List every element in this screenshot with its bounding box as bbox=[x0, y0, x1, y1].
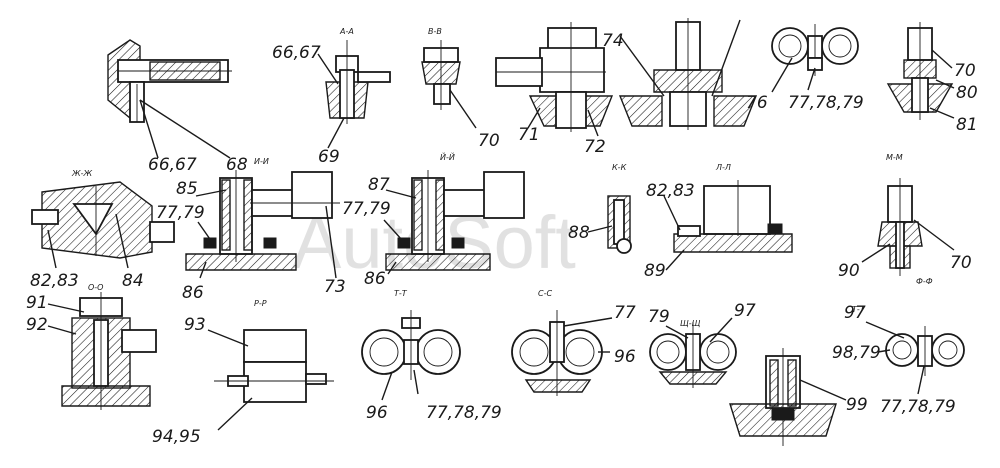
section-ss-view: С-С bbox=[511, 289, 613, 396]
section-ll-label: Л-Л bbox=[715, 163, 731, 172]
callout-89: 89 bbox=[644, 261, 666, 281]
section-zhzh-label: Ж-Ж bbox=[71, 169, 93, 178]
callout-77-78-79-c: 77,78,79 bbox=[880, 397, 956, 417]
section-tt1-view: Т-Т bbox=[361, 289, 461, 401]
callout-77-78-79-b: 77,78,79 bbox=[426, 403, 502, 423]
section-ff-label: Ф-Ф bbox=[916, 277, 933, 286]
section-rr-label: Р-Р bbox=[254, 299, 267, 308]
hose-fitting-view bbox=[107, 39, 232, 159]
section-ss-label: С-С bbox=[538, 289, 552, 298]
callout-70-a: 70 bbox=[478, 131, 500, 151]
callout-87: 87 bbox=[368, 175, 390, 195]
double-clamp-top-view bbox=[771, 24, 859, 93]
section-shsh-label: Щ-Щ bbox=[680, 319, 701, 328]
section-oo-label: О-О bbox=[88, 283, 103, 292]
callout-77-79-b: 77,79 bbox=[342, 199, 391, 219]
callout-80: 80 bbox=[956, 83, 978, 103]
section-ii-label: Й-Й bbox=[440, 151, 455, 162]
callout-66-67-a: 66,67 bbox=[272, 43, 321, 63]
callout-77-78-79-a: 77,78,79 bbox=[788, 93, 864, 113]
callout-82-83-a: 82,83 bbox=[646, 181, 695, 201]
callout-88: 88 bbox=[568, 223, 590, 243]
callout-94-95: 94,95 bbox=[152, 427, 201, 447]
section-tt2-label: Т-Т bbox=[852, 305, 866, 314]
callout-91: 91 bbox=[26, 293, 48, 313]
callout-96-b: 96 bbox=[614, 347, 636, 367]
section-kk-label: К-К bbox=[612, 163, 627, 172]
section-oo-view: О-О bbox=[47, 283, 157, 410]
callout-90: 90 bbox=[838, 261, 860, 281]
section-uu-view: И-И bbox=[185, 157, 340, 279]
callout-79: 79 bbox=[648, 307, 670, 327]
callout-99: 99 bbox=[846, 395, 868, 415]
callout-97-b: 97 bbox=[844, 303, 866, 323]
section-tt2-view: Т-Т bbox=[729, 305, 965, 446]
section-shsh-view: Щ-Щ bbox=[649, 317, 737, 388]
callout-77-79-a: 77,79 bbox=[156, 203, 205, 223]
callout-70-b: 70 bbox=[954, 61, 976, 81]
section-mm-label: М-М bbox=[886, 153, 903, 162]
callout-labels: 66,67 70 69 66,67 68 71 72 74 76 77,78,7… bbox=[26, 31, 978, 447]
callout-84: 84 bbox=[122, 271, 144, 291]
callout-97-a: 97 bbox=[734, 301, 756, 321]
section-tt1-label: Т-Т bbox=[394, 289, 408, 298]
callout-85: 85 bbox=[176, 179, 198, 199]
callout-86-b: 86 bbox=[182, 283, 204, 303]
section-zhzh-view: Ж-Ж bbox=[31, 169, 175, 269]
callout-82-83-b: 82,83 bbox=[30, 271, 79, 291]
callout-81: 81 bbox=[956, 115, 978, 135]
callout-74: 74 bbox=[602, 31, 624, 51]
callout-70-c: 70 bbox=[950, 253, 972, 273]
section-ll-view: Л-Л bbox=[663, 163, 793, 271]
callout-69: 69 bbox=[318, 147, 340, 167]
section-uu-label: И-И bbox=[254, 157, 269, 166]
callout-72: 72 bbox=[584, 137, 606, 157]
tee-fitting-view bbox=[886, 22, 955, 120]
callout-96-a: 96 bbox=[366, 403, 388, 423]
callout-71: 71 bbox=[518, 125, 540, 145]
section-vv-view: В-В bbox=[421, 27, 477, 129]
callout-98-79: 98,79 bbox=[832, 343, 881, 363]
bulkhead-fitting-view bbox=[618, 18, 758, 130]
section-vv-label: В-В bbox=[428, 27, 442, 36]
callout-76: 76 bbox=[746, 93, 768, 113]
callout-93: 93 bbox=[184, 315, 206, 335]
callout-66-67-b: 66,67 bbox=[148, 155, 197, 175]
callout-92: 92 bbox=[26, 315, 48, 335]
section-mm-view: М-М Ф-Ф bbox=[861, 153, 955, 286]
section-kk-view: К-К bbox=[587, 163, 632, 254]
callout-68: 68 bbox=[226, 155, 248, 175]
callout-73: 73 bbox=[324, 277, 346, 297]
section-aa-label: А-А bbox=[339, 27, 354, 36]
section-ii-view: Й-Й bbox=[383, 151, 525, 275]
union-fitting-view bbox=[495, 22, 614, 137]
callout-86-a: 86 bbox=[364, 269, 386, 289]
callout-77: 77 bbox=[614, 303, 636, 323]
section-rr-view: Р-Р bbox=[207, 299, 334, 431]
section-aa-view: А-А bbox=[317, 27, 391, 149]
